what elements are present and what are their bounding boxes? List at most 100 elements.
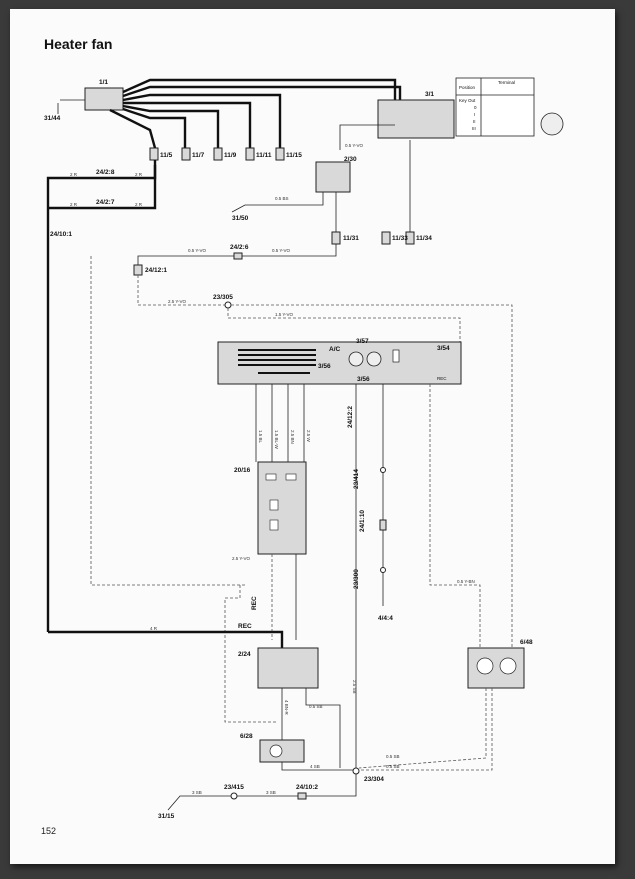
label-1-1: 1/1 xyxy=(99,79,108,86)
label-11-11: 11/11 xyxy=(256,152,272,159)
wire-label-05sb-2: 0.5 SB xyxy=(386,754,400,759)
label-31-15: 31/15 xyxy=(158,813,175,820)
relay-2-30 xyxy=(315,161,351,193)
wire-4sb xyxy=(281,762,356,771)
wire-3sb-ground xyxy=(167,795,231,811)
wire-label-05sb: 0.5 SB xyxy=(309,704,323,709)
fuse-11-11 xyxy=(245,147,255,161)
wire-2r-d: 2 R xyxy=(135,202,143,207)
connector-24-2-6 xyxy=(233,252,243,260)
wire-dash-1 xyxy=(137,275,228,306)
wire-bundle-6 xyxy=(122,107,187,148)
wire-dash-15 xyxy=(227,308,461,342)
lamp-icon-2 xyxy=(366,351,382,367)
wire-dash-right xyxy=(231,304,513,650)
fuse-11-34 xyxy=(405,231,415,245)
wire-label-25w: 2.5 W xyxy=(306,430,311,443)
wire-05yvo-3: 0.5 Y-VO xyxy=(272,248,291,253)
fuse-11-31 xyxy=(331,231,341,245)
label-ac: A/C xyxy=(329,346,341,353)
label-24-1-10: 24/1:10 xyxy=(359,510,366,532)
label-24-10-2: 24/10:2 xyxy=(296,784,318,791)
fuse-11-7 xyxy=(181,147,191,161)
wire-relay-feed xyxy=(339,124,395,150)
wire-label-4r: 4 R xyxy=(150,626,158,631)
wire-label-25sb: 2.5 SB xyxy=(352,680,357,694)
label-11-7: 11/7 xyxy=(192,152,205,159)
label-31-44: 31/44 xyxy=(44,115,61,122)
table-header-position: Position xyxy=(459,85,476,90)
label-24-10-1: 24/10:1 xyxy=(50,231,72,238)
wire-05yvo-2: 0.5 Y-VO xyxy=(188,248,207,253)
wire-bundle-5 xyxy=(122,104,220,148)
label-3-56-a: 3/56 xyxy=(318,363,331,370)
wire-bundle-7 xyxy=(109,108,157,149)
unit-motor-icon-1 xyxy=(476,657,494,675)
table-key-out: Key Out xyxy=(459,98,476,103)
wire-2r-lower xyxy=(48,165,157,210)
label-23-414: 23/414 xyxy=(353,469,360,489)
page-title: Heater fan xyxy=(44,36,113,52)
wire-label-4bnr: 4 BN-R xyxy=(284,700,289,716)
wire-label-05ybn: 0.5 Y-BN xyxy=(457,579,475,584)
component-1-1-box xyxy=(84,87,124,111)
label-3-1: 3/1 xyxy=(425,91,434,98)
ignition-switch-3-1 xyxy=(377,99,455,139)
label-23-415: 23/415 xyxy=(224,784,244,791)
label-11-34: 11/34 xyxy=(416,235,432,242)
wire-05sb-unit xyxy=(359,688,493,771)
paper-sheet xyxy=(10,9,615,864)
table-row-0: 0 xyxy=(474,105,477,110)
wire-bundle-4 xyxy=(123,101,252,148)
wire-label-3sb: 3 SB xyxy=(266,790,276,795)
label-2-30: 2/30 xyxy=(344,156,357,163)
blower-resistor-20-16 xyxy=(257,461,307,555)
label-6-28: 6/28 xyxy=(240,733,253,740)
label-11-33: 11/33 xyxy=(392,235,408,242)
wire-bundle-1 xyxy=(122,78,397,100)
label-23-300: 23/300 xyxy=(353,569,360,589)
fuse-11-15 xyxy=(275,147,285,161)
splice-23-305 xyxy=(224,301,232,309)
label-24-12-1: 24/12:1 xyxy=(145,267,167,274)
label-11-9: 11/9 xyxy=(224,152,237,159)
wire-label-15blw: 1.5 BL-W xyxy=(274,430,279,450)
wire-label-3sb-2: 3 SB xyxy=(192,790,202,795)
wire-label-25bn: 2.5 BN xyxy=(290,430,295,444)
label-2-24: 2/24 xyxy=(238,651,251,658)
splice-23-414 xyxy=(380,467,386,473)
label-11-31: 11/31 xyxy=(343,235,359,242)
table-row-3: III xyxy=(472,126,476,131)
label-11-5: 11/5 xyxy=(160,152,173,159)
label-3-57: 3/57 xyxy=(356,338,369,345)
splice-23-415 xyxy=(230,792,238,800)
fuse-11-33 xyxy=(381,231,391,245)
connector-24-10-2 xyxy=(297,792,307,800)
wire-2r-a: 2 R xyxy=(70,172,78,177)
relay-2-24 xyxy=(257,647,319,689)
key-icon xyxy=(540,112,564,136)
label-24-12-2: 24/12:2 xyxy=(347,406,354,428)
page-number: 152 xyxy=(41,826,57,836)
wire-dash-left xyxy=(90,256,245,586)
label-11-15: 11/15 xyxy=(286,152,302,159)
resistor-icon xyxy=(392,349,400,363)
label-24-2-6: 24/2:6 xyxy=(230,244,249,251)
wire-25yvo: 2.5 Y-VO xyxy=(168,299,187,304)
wire-3sb-main xyxy=(236,774,357,797)
label-23-304: 23/304 xyxy=(364,776,384,783)
splice-23-300 xyxy=(380,567,386,573)
wire-05bs: 0.5 BS xyxy=(275,196,289,201)
label-3-54: 3/54 xyxy=(437,345,450,352)
table-row-1: I xyxy=(474,112,475,117)
label-31-50: 31/50 xyxy=(232,215,249,222)
wire-05yvo: 0.5 Y-VO xyxy=(345,143,364,148)
wire-label-4sb: 4 SB xyxy=(310,764,320,769)
splice-23-304 xyxy=(352,767,360,775)
connector-24-1-10 xyxy=(379,519,387,531)
label-24-2-8: 24/2:8 xyxy=(96,169,115,176)
wire-bundle-3 xyxy=(122,93,282,148)
label-20-16: 20/16 xyxy=(234,467,251,474)
